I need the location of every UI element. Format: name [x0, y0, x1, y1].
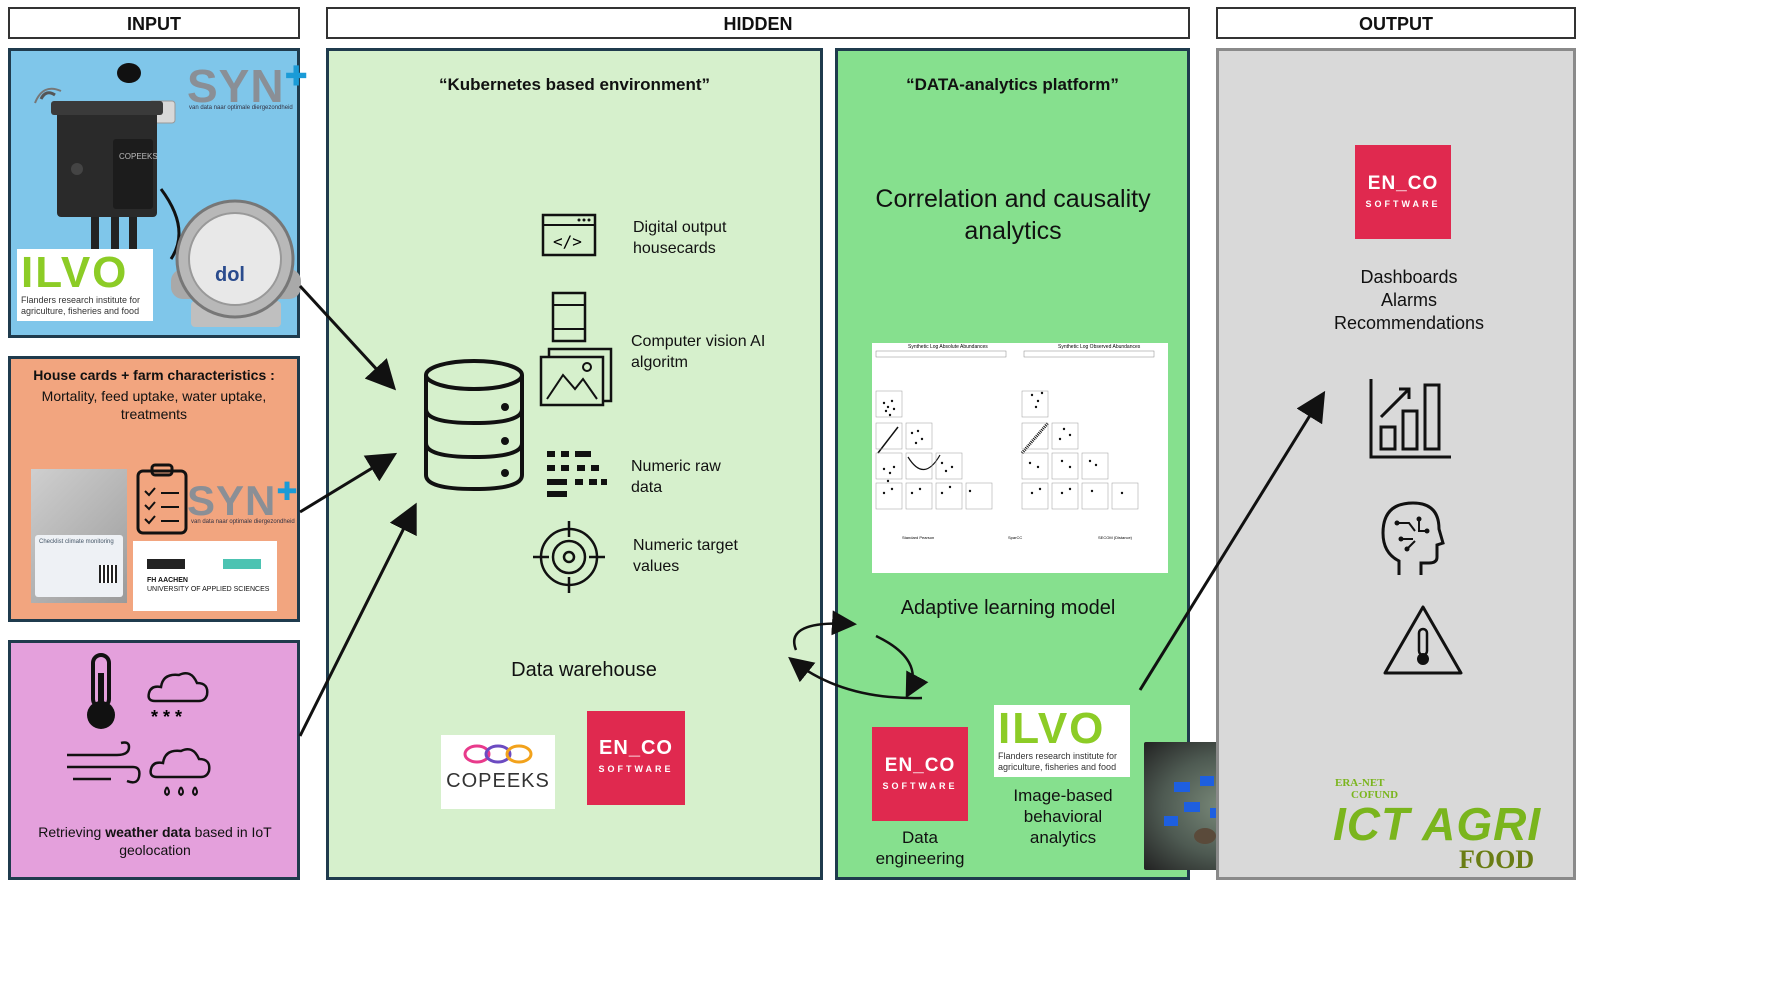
analytics-panel: “DATA-analytics platform” Correlation an… — [835, 48, 1190, 880]
enco-logo-warehouse: EN_CO SOFTWARE — [587, 711, 685, 805]
item-label-target-values: Numeric target values — [633, 537, 738, 575]
thermometer-icon — [87, 653, 115, 729]
item-label-raw-data: Numeric raw data — [631, 458, 721, 496]
correlation-plot-image: Synthetic Log Absolute Abundances Synthe… — [872, 343, 1168, 573]
housecards-body: Mortality, feed uptake, water uptake, tr… — [41, 388, 267, 422]
enco-logo-output: EN_CO SOFTWARE — [1355, 145, 1451, 239]
sensor-box-image: COPEEKS — [34, 63, 181, 287]
code-window-icon: </> — [541, 213, 597, 257]
database-icon — [424, 359, 524, 492]
plot-title-absolute: Synthetic Log Absolute Abundances — [908, 344, 988, 350]
wind-icon — [67, 741, 141, 784]
kubernetes-title: “Kubernetes based environment” — [438, 75, 711, 94]
numeric-dots-icon — [547, 451, 607, 497]
hidden-header: HIDDEN — [326, 7, 1190, 39]
plot-title-observed: Synthetic Log Observed Abundances — [1058, 344, 1141, 350]
correlation-title: Correlation and causality analytics — [875, 185, 1151, 245]
climate-card-text: Checklist climate monitoring — [39, 539, 114, 545]
engineering-label: Data engineering — [875, 828, 965, 868]
warehouse-label: Data warehouse — [511, 659, 657, 681]
enco-logo-engineering: EN_CO SOFTWARE — [872, 727, 968, 821]
svg-text:* * *: * * * — [151, 707, 182, 727]
clipboard-icon — [136, 463, 188, 535]
input-sensors-panel: COPEEKS SYN✚ van data naar optimale dier… — [8, 48, 308, 338]
item-label-housecards: Digital output housecards — [633, 219, 727, 257]
brain-circuit-icon — [1381, 501, 1445, 575]
ict-agri-food-logo: ERA-NET COFUND ICT AGRI FOOD — [1333, 777, 1542, 874]
input-weather-panel: * * * Retrieving weather data based in I… — [8, 640, 300, 880]
input-housecards-panel: House cards + farm characteristics : Mor… — [8, 356, 300, 622]
plot-subtitle-pearson: Standard Pearson — [902, 535, 934, 540]
target-icon — [533, 521, 605, 593]
adaptive-label: Adaptive learning model — [900, 597, 1116, 619]
output-line-alarms: Alarms — [1380, 290, 1437, 310]
copeeks-logo: COPEEKS — [441, 735, 555, 809]
bar-chart-icon — [1369, 379, 1451, 459]
device-label: COPEEKS — [119, 152, 158, 161]
output-line-recommendations: Recommendations — [1333, 313, 1485, 333]
rain-cloud-icon — [149, 748, 211, 797]
dol-sensor-image: dol — [171, 199, 301, 327]
ilvo-logo: ILVO Flanders research institute for agr… — [17, 249, 153, 321]
fh-aachen-logo: FH AACHEN UNIVERSITY OF APPLIED SCIENCES — [133, 541, 277, 611]
output-header: OUTPUT — [1216, 7, 1576, 39]
housecards-title: House cards + farm characteristics : — [33, 367, 275, 383]
ilvo-logo-analytics: ILVO Flanders research institute for agr… — [994, 705, 1130, 777]
kubernetes-panel: “Kubernetes based environment” </> Digit… — [326, 48, 823, 880]
behavioral-label: Image-based behavioral analytics — [1013, 786, 1113, 847]
syn-tagline-2: van data naar optimale diergezondheid — [191, 519, 295, 525]
syn-tagline: van data naar optimale diergezondheid — [189, 105, 293, 111]
analytics-title: “DATA-analytics platform” — [906, 75, 1119, 94]
syn-logo: SYN✚ — [187, 60, 309, 112]
syn-logo-2: SYN✚ — [187, 477, 299, 524]
output-line-dashboards: Dashboards — [1360, 267, 1458, 287]
climate-card-image: Checklist climate monitoring — [31, 469, 127, 603]
weather-text: Retrieving weather data based in IoT geo… — [38, 824, 272, 858]
input-header: INPUT — [8, 7, 300, 39]
dol-label: dol — [215, 264, 245, 286]
film-image-icon — [539, 291, 613, 407]
plot-subtitle-sparcc: SparCC — [1008, 535, 1022, 540]
plot-subtitle-secom: SECOM (Distance) — [1098, 535, 1133, 540]
item-label-computer-vision: Computer vision AI algoritm — [631, 333, 766, 371]
svg-text:</>: </> — [553, 232, 582, 251]
warning-thermometer-icon — [1383, 605, 1463, 675]
output-panel: EN_CO SOFTWARE Dashboards Alarms Recomme… — [1216, 48, 1576, 880]
snow-cloud-icon: * * * — [147, 672, 209, 727]
